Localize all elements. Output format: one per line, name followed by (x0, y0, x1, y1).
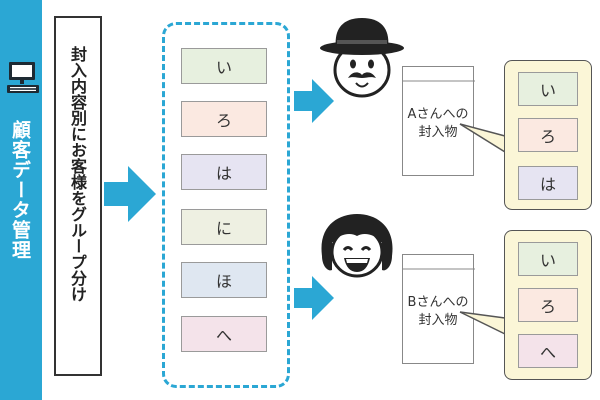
recipient-b-item-i: い (518, 242, 578, 276)
envelope-a-label-line2: 封入物 (418, 125, 458, 140)
arrow-to-recipient-b (294, 276, 334, 320)
group-box-he: へ (181, 316, 267, 352)
recipient-a-item-ha: は (518, 166, 578, 200)
customer-group-column (162, 22, 290, 388)
envelope-flap (403, 80, 475, 82)
envelope-a-label-line1: Aさんへの (407, 107, 469, 122)
sidebar-bar: 顧客データ管理 (0, 0, 42, 400)
arrow-to-recipient-a (294, 79, 334, 123)
grouping-box: 封入内容別にお客様をグループ分け (54, 16, 102, 376)
envelope-flap (403, 268, 475, 270)
computer-icon (7, 62, 39, 93)
group-box-ni: に (181, 209, 267, 245)
envelope-b-label-line2: 封入物 (418, 313, 458, 328)
group-box-ha: は (181, 154, 267, 190)
smiling-woman-icon (321, 214, 393, 278)
group-box-i: い (181, 48, 267, 84)
recipient-b-item-he: へ (518, 334, 578, 368)
recipient-a-item-i: い (518, 72, 578, 106)
grouping-label: 封入内容別にお客様をグループ分け (68, 46, 87, 302)
group-box-ro: ろ (181, 101, 267, 137)
sidebar-title: 顧客データ管理 (9, 120, 31, 260)
recipient-b-item-ro: ろ (518, 288, 578, 322)
man-with-hat-icon (320, 18, 404, 98)
envelope-a (402, 66, 475, 176)
group-box-ho: ほ (181, 262, 267, 298)
envelope-b-label-line1: Bさんへの (407, 295, 469, 310)
envelope-b (402, 254, 475, 364)
recipient-a-item-ro: ろ (518, 118, 578, 152)
arrow-to-groups (104, 166, 156, 222)
